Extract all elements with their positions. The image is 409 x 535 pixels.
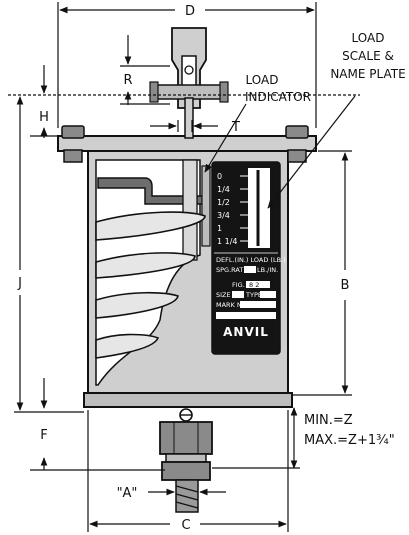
dim-f-label: F bbox=[40, 428, 47, 443]
spring-coils bbox=[95, 211, 206, 359]
dim-j-label: J bbox=[17, 276, 22, 291]
load-scale-line-3: NAME PLATE bbox=[330, 67, 405, 81]
spg-rate-label: SPG.RATE bbox=[216, 266, 247, 274]
max-label: MAX.=Z+1¾" bbox=[304, 433, 395, 448]
min-label: MIN.=Z bbox=[304, 413, 353, 428]
load-scale-line-2: SCALE & bbox=[342, 49, 394, 63]
size-label: SIZE bbox=[216, 291, 231, 299]
lb-in-label: LB./IN. bbox=[257, 266, 278, 274]
bottom-fittings bbox=[159, 408, 213, 513]
dim-t-label: T bbox=[231, 120, 240, 135]
anvil-logo-text: ANVIL bbox=[223, 325, 269, 339]
name-plate: 0 1/4 1/2 3/4 1 1 1/4 DEFL.(IN.) LOAD (LB.) S… bbox=[211, 161, 286, 355]
dim-r-label: R bbox=[123, 73, 132, 88]
dim-a-label: "A" bbox=[117, 486, 138, 501]
dim-d-label: D bbox=[185, 4, 195, 19]
scale-marks: 0 1/4 1/2 3/4 1 1 1/4 bbox=[217, 172, 248, 246]
dimension-lines bbox=[8, 2, 360, 532]
mark-no-label: MARK NO. bbox=[216, 301, 249, 309]
type-label: TYPE bbox=[245, 291, 262, 299]
dim-c-label: C bbox=[181, 518, 190, 533]
load-indicator-callout: LOAD INDICATOR bbox=[245, 73, 311, 104]
scale-mark-label: 1/2 bbox=[217, 198, 230, 207]
fig-label: FIG. bbox=[232, 281, 245, 289]
top-plate bbox=[57, 125, 317, 163]
load-indicator-pointer bbox=[97, 159, 211, 261]
dim-b-label: B bbox=[341, 278, 350, 293]
scale-mark-label: 1 1/4 bbox=[217, 237, 238, 246]
load-scale-callout: LOAD SCALE & NAME PLATE bbox=[330, 31, 405, 81]
fig-value: 8 2 bbox=[249, 281, 259, 289]
load-indicator-line-2: INDICATOR bbox=[245, 90, 311, 104]
load-scale-line-1: LOAD bbox=[352, 31, 385, 45]
load-indicator-line-1: LOAD bbox=[246, 73, 279, 87]
scale-mark-label: 1 bbox=[217, 224, 222, 233]
dim-h-label: H bbox=[39, 110, 49, 125]
defl-load-label: DEFL.(IN.) LOAD (LB.) bbox=[216, 256, 286, 264]
scale-mark-label: 3/4 bbox=[217, 211, 230, 220]
scale-mark-label: 1/4 bbox=[217, 185, 230, 194]
top-clevis bbox=[149, 27, 229, 139]
scale-mark-label: 0 bbox=[217, 172, 222, 181]
